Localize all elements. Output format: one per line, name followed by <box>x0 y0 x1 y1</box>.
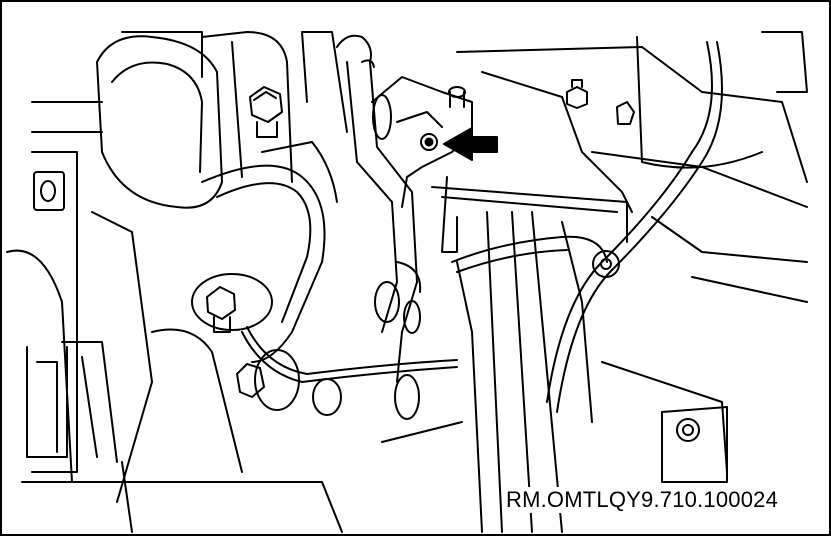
lower-right-bracket <box>601 361 728 483</box>
pointer-arrow-icon <box>443 127 498 161</box>
pivot-pin <box>420 133 438 151</box>
pedal-housing-left <box>96 31 293 209</box>
bolt-head-icon <box>592 250 620 278</box>
bolt-head-icon <box>33 171 65 211</box>
bolt-head-icon <box>566 79 588 109</box>
pedal-arm-center <box>201 31 348 363</box>
central-column <box>451 211 608 533</box>
mounting-plate-right <box>431 31 808 303</box>
bolt-head-icon <box>616 101 635 125</box>
hex-nut-icon <box>236 349 300 411</box>
hex-nut-icon <box>191 273 273 333</box>
bolt-head-icon <box>448 86 466 108</box>
lower-left-bracket <box>26 341 118 463</box>
background-structure <box>6 31 343 533</box>
pivot-bracket <box>371 76 473 253</box>
figure-reference-code: RM.OMTLQY9.710.100024 <box>502 487 783 513</box>
hex-nut-icon <box>249 86 283 138</box>
bolt-head-icon <box>312 94 421 420</box>
